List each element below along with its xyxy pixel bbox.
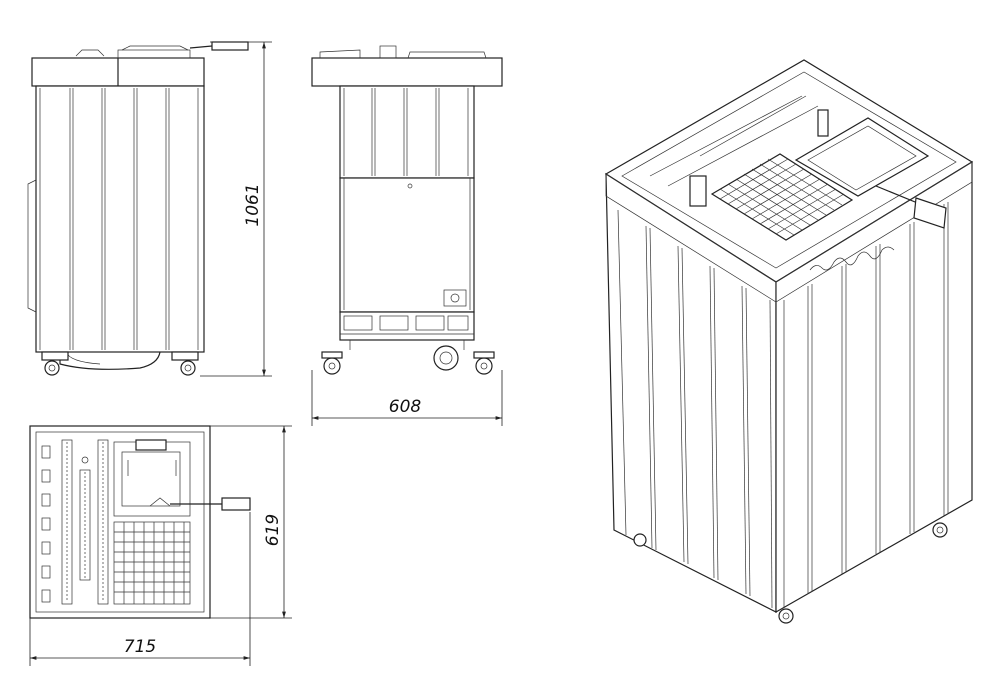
width-label: 715	[124, 637, 156, 657]
height-label: 1061	[243, 183, 263, 226]
depth-label: 608	[389, 397, 422, 417]
height-dimension: 1061	[200, 41, 272, 377]
side-view	[311, 45, 503, 375]
depth-dimension: 608	[311, 370, 503, 426]
isometric-view	[604, 59, 974, 624]
width-dimension: 715	[29, 512, 251, 666]
top-view	[29, 425, 251, 619]
front-view	[27, 41, 249, 376]
top-depth-dimension: 619	[210, 425, 292, 619]
top-depth-label: 619	[263, 514, 283, 546]
